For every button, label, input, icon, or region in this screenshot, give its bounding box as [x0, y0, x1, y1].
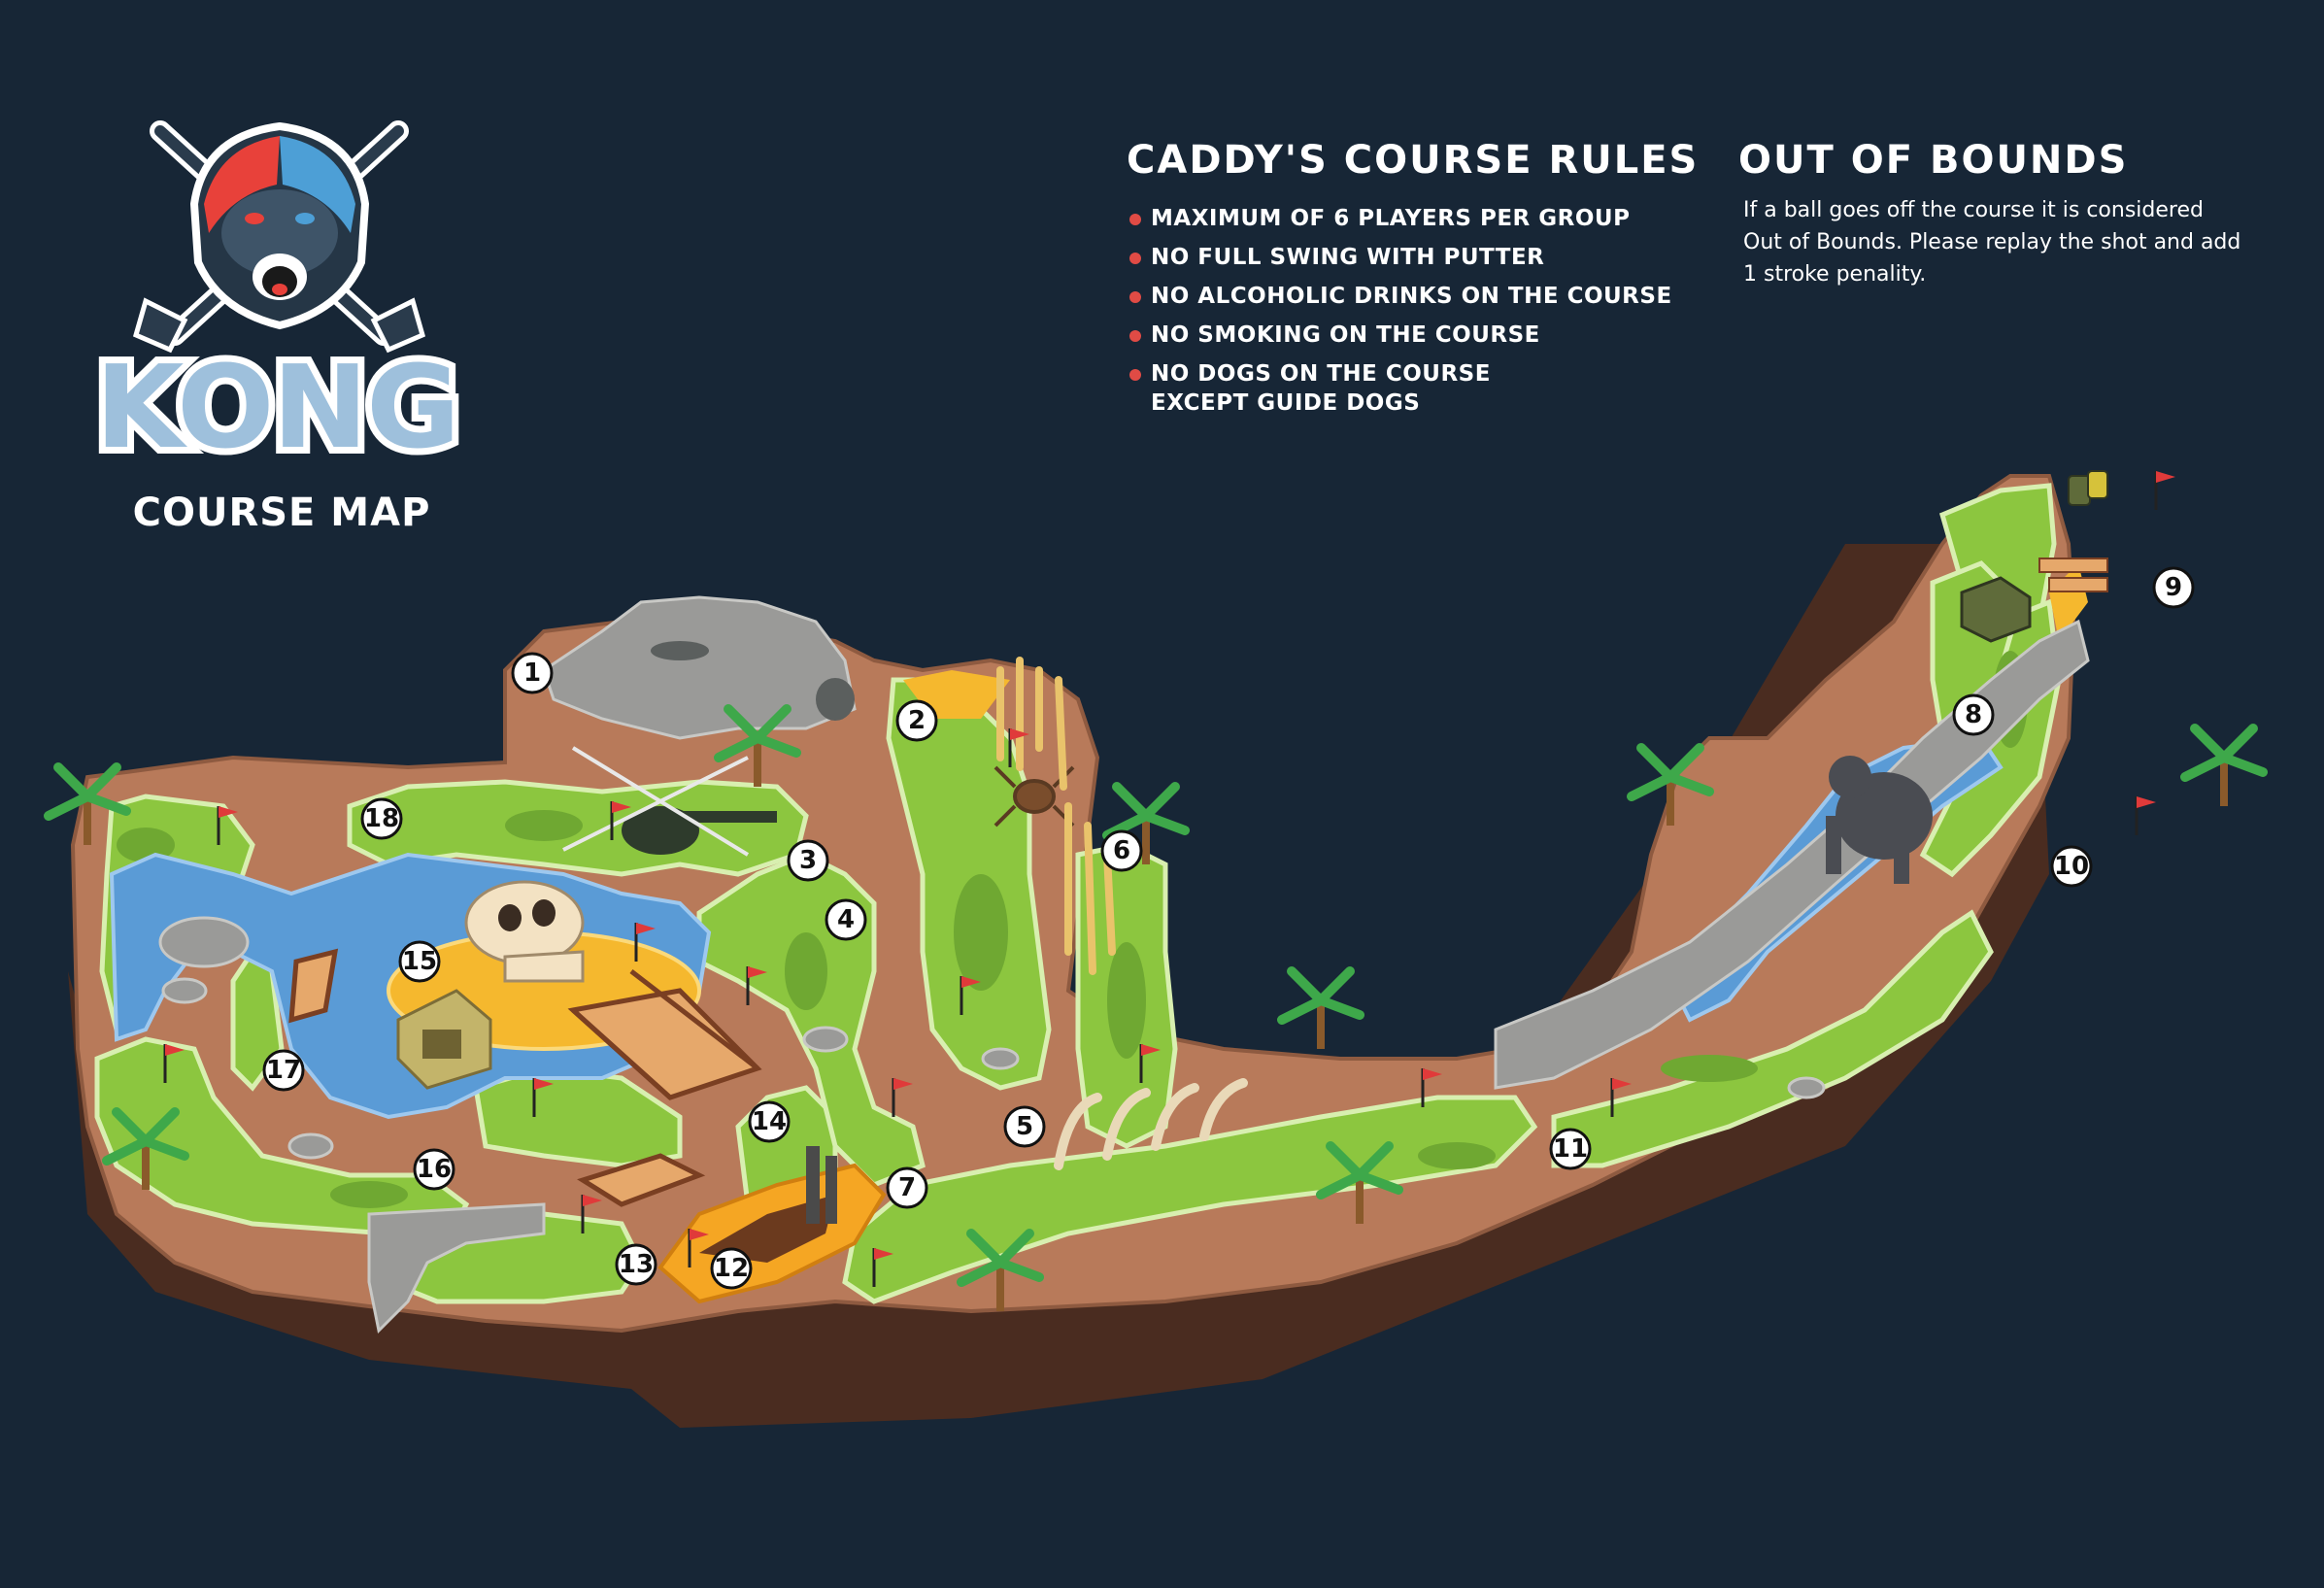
rule-item: NO DOGS ON THE COURSE EXCEPT GUIDE DOGS	[1129, 359, 1578, 418]
svg-text:12: 12	[714, 1254, 749, 1283]
hole-marker-4: 4	[825, 898, 867, 941]
rules-list: MAXIMUM OF 6 PLAYERS PER GROUP NO FULL S…	[1129, 204, 1673, 427]
bullet-icon	[1129, 369, 1141, 381]
flag-icon	[746, 966, 767, 1005]
hole-marker-5: 5	[1003, 1105, 1046, 1148]
flag-icon	[2135, 796, 2156, 835]
barrel-icon	[2068, 470, 2108, 506]
flag-icon	[532, 1078, 554, 1117]
out-of-bounds-text: If a ball goes off the course it is cons…	[1743, 198, 2241, 287]
gorilla-icon	[1826, 756, 1933, 884]
hole-marker-16: 16	[413, 1148, 455, 1191]
rule-item: MAXIMUM OF 6 PLAYERS PER GROUP	[1129, 204, 1673, 233]
fence	[2038, 557, 2108, 592]
svg-text:7: 7	[898, 1173, 916, 1202]
hole-marker-3: 3	[787, 839, 829, 882]
palm-tree-icon	[1277, 966, 1364, 1049]
flag-icon	[2154, 471, 2175, 510]
hole-marker-11: 11	[1549, 1128, 1592, 1170]
rule-item: NO FULL SWING WITH PUTTER	[1129, 243, 1673, 272]
svg-text:14: 14	[752, 1107, 787, 1136]
rules-title: CADDY'S COURSE RULES	[1127, 138, 1700, 183]
out-of-bounds-title: OUT OF BOUNDS	[1738, 138, 2129, 183]
helicopter-icon	[562, 746, 777, 857]
palm-tree-icon	[2180, 724, 2268, 806]
hole-marker-15: 15	[398, 940, 441, 983]
svg-text:5: 5	[1016, 1112, 1033, 1141]
hole-marker-13: 13	[615, 1243, 657, 1286]
palm-tree-icon	[957, 1229, 1044, 1311]
hole-marker-18: 18	[360, 797, 403, 840]
svg-text:15: 15	[402, 947, 437, 976]
flag-icon	[960, 976, 981, 1015]
svg-text:1: 1	[523, 659, 541, 688]
tent-icon	[396, 989, 492, 1090]
gorilla-logo-icon	[189, 121, 370, 330]
kong-logo: KONG	[88, 120, 467, 481]
svg-text:9: 9	[2165, 573, 2182, 602]
bullet-icon	[1129, 214, 1141, 225]
hole-marker-6: 6	[1100, 829, 1143, 872]
flag-icon	[688, 1229, 709, 1267]
svg-text:4: 4	[837, 905, 855, 934]
logo-subtitle: COURSE MAP	[132, 490, 431, 535]
svg-text:13: 13	[619, 1250, 654, 1279]
palm-tree-icon	[1102, 782, 1190, 864]
svg-text:18: 18	[364, 804, 399, 833]
palm-tree-icon	[102, 1107, 189, 1190]
flag-icon	[1008, 728, 1029, 767]
svg-text:10: 10	[2054, 852, 2089, 881]
hole-marker-9: 9	[2152, 566, 2195, 609]
hole-marker-12: 12	[710, 1247, 753, 1290]
hole-markers: 1 2 3 4 5 6 7 8 9 10 11 12 13 14 15 16 1…	[262, 566, 2195, 1290]
hole-marker-10: 10	[2050, 845, 2093, 888]
flag-icon	[581, 1195, 602, 1233]
island-underside	[68, 544, 2049, 1428]
palm-tree-icon	[44, 762, 131, 845]
flag-icon	[163, 1044, 185, 1083]
svg-text:3: 3	[799, 846, 817, 875]
flag-icon	[1139, 1044, 1161, 1083]
svg-text:8: 8	[1965, 700, 1982, 729]
rule-item: NO SMOKING ON THE COURSE	[1129, 321, 1673, 350]
cave-opening	[651, 641, 855, 721]
palm-tree-icon	[1627, 743, 1714, 826]
jeep-icon	[1960, 576, 2032, 643]
flags	[163, 471, 2175, 1287]
svg-text:17: 17	[266, 1056, 301, 1085]
hole-marker-17: 17	[262, 1049, 305, 1092]
flag-icon	[610, 801, 631, 840]
palm-trees	[44, 704, 2268, 1311]
svg-text:16: 16	[417, 1155, 452, 1184]
bullet-icon	[1129, 253, 1141, 264]
logo-title: KONG	[95, 340, 458, 474]
hole-marker-7: 7	[886, 1166, 928, 1209]
flag-icon	[217, 806, 238, 845]
flag-icon	[892, 1078, 913, 1117]
fairway-shading	[117, 651, 2028, 1208]
rock-cave-icon	[542, 595, 857, 740]
flag-icon	[872, 1248, 893, 1287]
hole-marker-1: 1	[511, 652, 554, 694]
bridge-icon	[288, 948, 762, 1207]
svg-text:2: 2	[908, 706, 926, 735]
rule-item: NO ALCOHOLIC DRINKS ON THE COURSE	[1129, 282, 1673, 311]
hole-marker-14: 14	[748, 1100, 791, 1143]
bullet-icon	[1129, 291, 1141, 303]
bamboo	[996, 657, 1116, 975]
flag-icon	[634, 923, 656, 962]
bullet-icon	[1129, 330, 1141, 342]
flag-icon	[1610, 1078, 1632, 1117]
flag-icon	[1421, 1068, 1442, 1107]
svg-text:6: 6	[1113, 836, 1130, 865]
skull-icon	[464, 880, 585, 983]
bones-icon	[1054, 1078, 1248, 1170]
svg-text:11: 11	[1553, 1134, 1588, 1164]
hole-marker-8: 8	[1952, 693, 1995, 736]
hole-marker-2: 2	[895, 699, 938, 742]
palm-tree-icon	[714, 704, 801, 787]
palm-tree-icon	[1316, 1141, 1403, 1224]
rock-formations	[158, 595, 2090, 1335]
